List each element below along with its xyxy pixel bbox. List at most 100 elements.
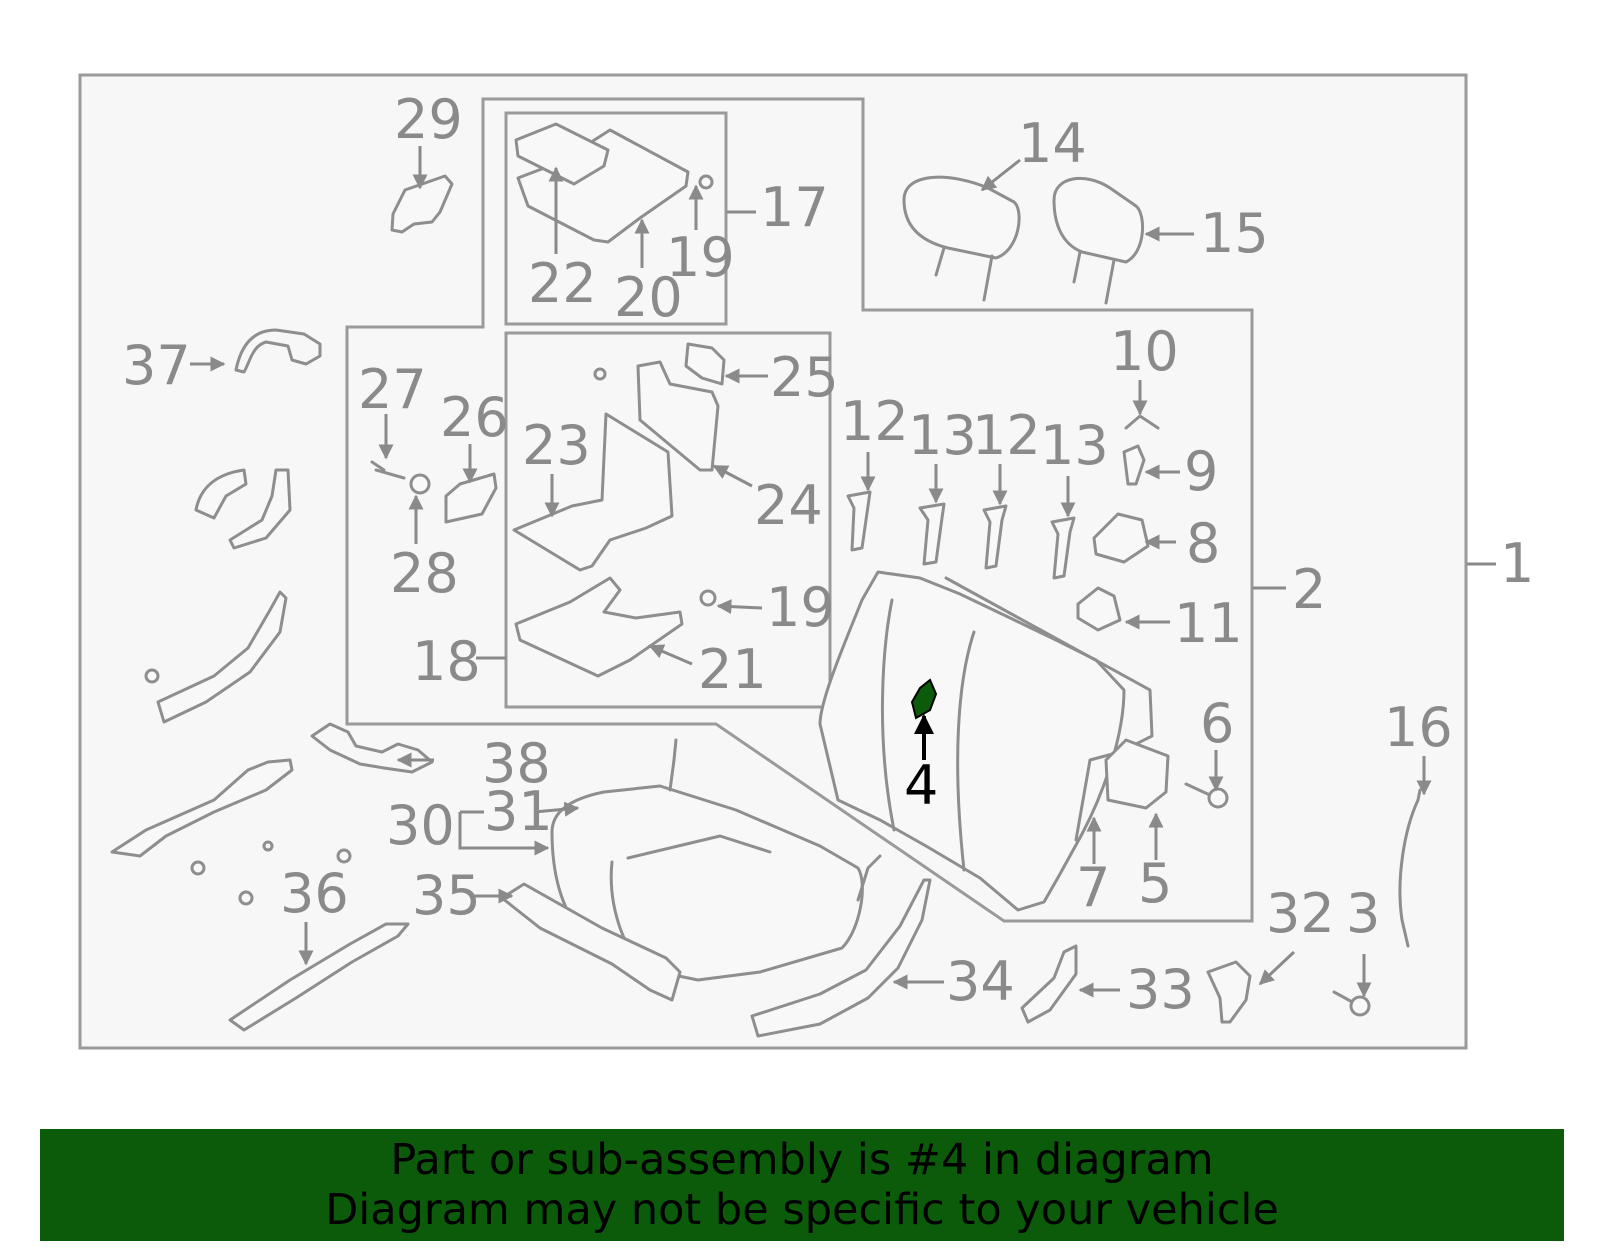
fastener-a — [144, 668, 160, 684]
part-21-cupholder — [514, 576, 684, 678]
part-left-bracket — [110, 758, 294, 858]
part-22-lid — [514, 122, 610, 186]
leader-lines — [190, 146, 1496, 998]
part-13-pin-b — [1050, 516, 1076, 580]
part-left-cover — [194, 468, 248, 520]
callout-20: 20 — [614, 266, 683, 329]
part-left-rail — [156, 590, 288, 724]
callout-3: 3 — [1346, 882, 1380, 945]
part-28-washer — [409, 473, 431, 495]
part-24-panel — [636, 360, 720, 472]
part-32-bracket — [1206, 960, 1252, 1024]
callout-37: 37 — [122, 334, 191, 397]
part-37-harness — [234, 328, 322, 374]
part-15-headrest — [1052, 176, 1145, 264]
callout-27: 27 — [358, 358, 427, 421]
callout-14: 14 — [1018, 112, 1087, 175]
callout-4-highlighted: 4 — [904, 754, 938, 817]
part-6-bolt — [1184, 782, 1214, 798]
callout-12-right: 12 — [972, 404, 1041, 467]
callout-12-left: 12 — [840, 390, 909, 453]
callout-6: 6 — [1200, 692, 1234, 755]
part-23-tray — [512, 412, 674, 572]
callout-25: 25 — [770, 346, 839, 409]
part-26-clip — [444, 472, 498, 524]
part-30-cushion — [550, 784, 864, 982]
fastener-c — [238, 890, 254, 906]
callout-32: 32 — [1266, 882, 1335, 945]
part-36-rail — [228, 922, 410, 1032]
callout-23: 23 — [522, 414, 591, 477]
callout-13-right: 13 — [1040, 414, 1109, 477]
callout-9: 9 — [1184, 440, 1218, 503]
part-30-cushion-hook — [668, 738, 678, 792]
banner-line-2: Diagram may not be specific to your vehi… — [325, 1185, 1279, 1235]
part-29-bracket — [390, 174, 454, 234]
armrest-frame — [504, 111, 728, 326]
part-38-harness — [310, 722, 434, 774]
callout-18: 18 — [412, 630, 481, 693]
part-14-post-left — [934, 246, 946, 277]
part-15-post-left — [1072, 250, 1082, 284]
part-35-rail — [500, 882, 682, 1002]
part-left-handle — [228, 468, 292, 550]
fastener-b — [190, 860, 206, 876]
callout-36: 36 — [280, 862, 349, 925]
callout-31: 31 — [484, 780, 553, 843]
callout-13-left: 13 — [908, 404, 977, 467]
callout-19-mid: 19 — [766, 576, 835, 639]
callout-8: 8 — [1186, 512, 1220, 575]
part-34-hook — [856, 854, 882, 902]
callout-16: 16 — [1384, 696, 1453, 759]
part-6-bolt-head — [1207, 787, 1229, 809]
part-3-bolt-head — [1349, 995, 1371, 1017]
part-14-headrest — [902, 175, 1021, 260]
callout-29: 29 — [394, 88, 463, 151]
callout-26: 26 — [440, 386, 509, 449]
callout-34: 34 — [946, 950, 1015, 1013]
part-10-clip — [1124, 414, 1160, 430]
callout-11: 11 — [1174, 592, 1243, 655]
callout-28: 28 — [390, 542, 459, 605]
part-13-pin-a — [918, 502, 946, 566]
callout-labels: 29 22 20 19 17 14 15 37 25 27 26 23 24 2… — [122, 88, 1534, 1021]
callout-21: 21 — [698, 638, 767, 701]
part-34-rail — [750, 878, 932, 1038]
part-27-bolt — [370, 460, 406, 480]
callout-33: 33 — [1126, 958, 1195, 1021]
fastener-e — [262, 840, 274, 852]
part-2-seatback-seam — [880, 598, 976, 872]
fastener-f — [593, 367, 607, 381]
part-5-bracket — [1104, 738, 1170, 810]
callout-17: 17 — [760, 176, 829, 239]
cupholder-frame — [504, 331, 832, 709]
callout-38: 38 — [482, 732, 551, 795]
part-25-clip — [684, 342, 726, 386]
callout-2: 2 — [1292, 558, 1326, 621]
part-33-bracket — [1020, 944, 1078, 1024]
callout-1: 1 — [1500, 532, 1534, 595]
callout-22: 22 — [528, 252, 597, 315]
callout-30: 30 — [386, 794, 455, 857]
part-12-pin-b — [982, 504, 1008, 570]
fastener-d — [336, 848, 352, 864]
callout-19-top: 19 — [666, 226, 735, 289]
part-9-bolt — [1122, 444, 1146, 486]
seatback-assembly-frame — [345, 97, 1254, 923]
callout-35: 35 — [412, 864, 481, 927]
callout-15: 15 — [1200, 202, 1269, 265]
part-2-seatback — [818, 570, 1126, 912]
part-12-pin-a — [846, 490, 872, 552]
banner-line-1: Part or sub-assembly is #4 in diagram — [390, 1135, 1214, 1185]
part-19-screw-b — [699, 589, 717, 607]
part-11-cover — [1076, 586, 1122, 632]
callout-10: 10 — [1110, 320, 1179, 383]
part-19-screw-a — [698, 174, 714, 190]
callout-24: 24 — [754, 474, 823, 537]
callout-7: 7 — [1076, 856, 1110, 919]
info-banner: Part or sub-assembly is #4 in diagram Di… — [40, 1129, 1564, 1241]
part-15-post-right — [1104, 258, 1116, 305]
part-14-post-right — [982, 254, 994, 302]
part-16-rod — [1398, 788, 1422, 948]
